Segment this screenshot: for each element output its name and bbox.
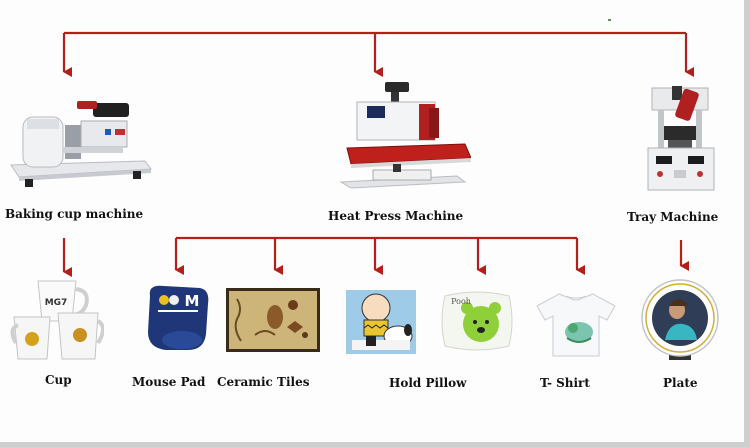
baking-cup-machine-image bbox=[5, 95, 153, 195]
plate-label: Plate bbox=[663, 376, 698, 390]
mouse-pad-image: M bbox=[142, 282, 212, 354]
pillow-print-text: Pooh bbox=[451, 297, 471, 306]
baking-cup-machine-label: Baking cup machine bbox=[5, 207, 144, 221]
ceramic-tiles-image bbox=[225, 287, 321, 353]
cup-image: MG7 bbox=[10, 277, 104, 365]
snoopy-print-image bbox=[346, 290, 416, 354]
heat-press-machine-image bbox=[333, 78, 471, 190]
mousepad-print-text: M bbox=[185, 292, 200, 310]
cup-label: Cup bbox=[45, 373, 72, 387]
ceramic-tiles-label: Ceramic Tiles bbox=[217, 375, 310, 389]
mouse-pad-label: Mouse Pad bbox=[132, 375, 206, 389]
tray-machine-image bbox=[644, 82, 718, 194]
heat-press-machine-label: Heat Press Machine bbox=[328, 209, 464, 223]
t-shirt-label: T- Shirt bbox=[540, 376, 590, 390]
plate-image bbox=[639, 278, 721, 364]
tray-machine-label: Tray Machine bbox=[627, 210, 719, 224]
mug-print-text: MG7 bbox=[45, 298, 68, 308]
hold-pillow-label: Hold Pillow bbox=[389, 376, 467, 390]
t-shirt-image bbox=[533, 290, 619, 358]
hold-pillow-image: Pooh bbox=[441, 290, 513, 352]
